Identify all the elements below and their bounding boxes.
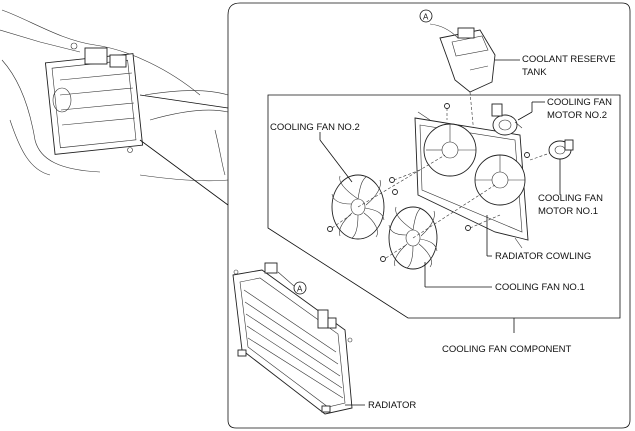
cooling-fan-motor-no1-label: COOLING FAN: [538, 193, 603, 204]
cooling-fan-motor-no2: [491, 103, 523, 136]
cooling-fan-motor-no2-label-2: MOTOR NO.2: [547, 110, 607, 121]
radiator-label: RADIATOR: [368, 400, 416, 411]
radiator: [232, 262, 353, 415]
radiator-cowling-label: RADIATOR COWLING: [495, 251, 591, 262]
cooling-fan-motor-no1-label-2: MOTOR NO.1: [538, 206, 598, 217]
cooling-fan-no2-label: COOLING FAN NO.2: [270, 122, 360, 133]
radiator-cowling: [414, 111, 529, 249]
callout-a-bottom: [293, 281, 307, 295]
callout-a-top: [419, 9, 433, 23]
coolant-reserve-tank-label: COOLANT RESERVE: [522, 54, 616, 65]
coolant-reserve-tank-label-2: TANK: [522, 67, 547, 78]
callout-a-bottom-label: A: [297, 285, 303, 294]
cooling-fan-motor-no2-label: COOLING FAN: [547, 97, 612, 108]
cooling-fan-component-label: COOLING FAN COMPONENT: [442, 344, 572, 355]
cooling-fan-no1-label: COOLING FAN NO.1: [495, 282, 585, 293]
coolant-reserve-tank: [429, 23, 496, 93]
vehicle-front-view: [0, 9, 229, 206]
detail-panel-outline: [227, 2, 631, 429]
callout-a-top-label: A: [423, 13, 429, 22]
cooling-fan-motor-no1: [529, 139, 574, 161]
vehicle-radiator-outline: [44, 53, 144, 155]
